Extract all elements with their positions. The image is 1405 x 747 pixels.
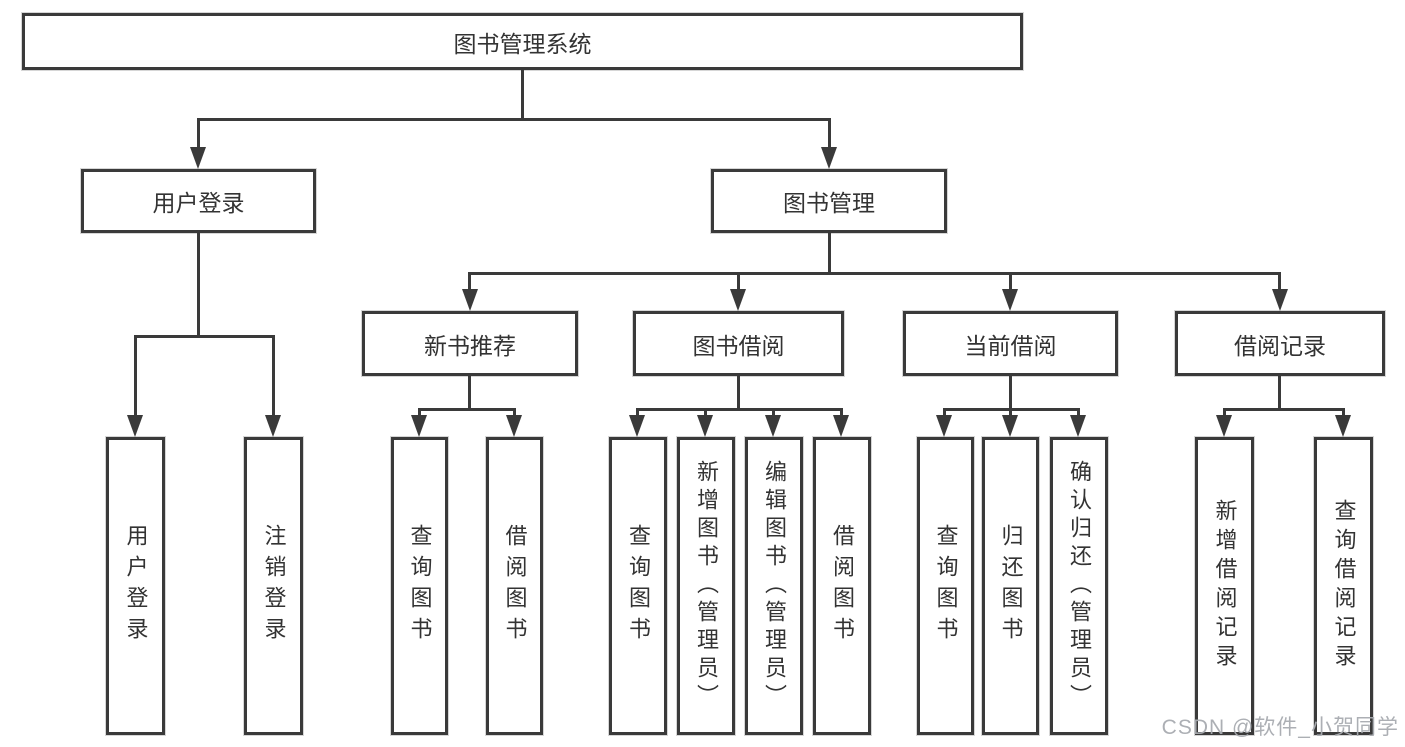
arrow-down-icon [1070,415,1086,437]
arrow-down-icon [127,415,143,437]
connector-line [636,408,843,411]
node-borrowing-records: 借阅记录 [1175,311,1385,376]
connector-line [418,408,421,418]
connector-line [272,335,275,418]
arrow-down-icon [190,147,206,169]
arrow-down-icon [821,147,837,169]
arrow-down-icon [697,415,713,437]
connector-line [943,408,946,418]
leaf-user-login: 用户登录 [106,437,165,735]
node-book-borrowing: 图书借阅 [633,311,844,376]
connector-line [704,408,707,418]
leaf-recommend-query-books: 查询图书 [391,437,448,735]
arrow-down-icon [833,415,849,437]
node-new-book-recommend: 新书推荐 [362,311,578,376]
connector-line [840,408,843,418]
node-current-borrowing: 当前借阅 [903,311,1118,376]
connector-line [772,408,775,418]
arrow-down-icon [629,415,645,437]
node-book-management: 图书管理 [711,169,947,233]
leaf-borrowing-edit-books-admin: 编辑图书（管理员） [745,437,803,735]
arrow-down-icon [936,415,952,437]
node-user-login-group: 用户登录 [81,169,316,233]
arrow-down-icon [506,415,522,437]
arrow-down-icon [1002,415,1018,437]
connector-line [1077,408,1080,418]
arrow-down-icon [1216,415,1232,437]
connector-line [197,233,200,335]
connector-line [468,272,1281,275]
arrow-down-icon [765,415,781,437]
connector-line [418,408,516,411]
leaf-records-add-record: 新增借阅记录 [1195,437,1254,735]
connector-line [1223,408,1345,411]
connector-line [1009,272,1012,292]
connector-line [1009,408,1012,418]
arrow-down-icon [1002,289,1018,311]
connector-line [828,233,831,272]
arrow-down-icon [265,415,281,437]
connector-line [1223,408,1226,418]
connector-line [1278,375,1281,408]
csdn-watermark: CSDN @软件_小贺同学 [1161,716,1399,739]
leaf-records-query-record: 查询借阅记录 [1314,437,1373,735]
node-root: 图书管理系统 [22,13,1023,70]
leaf-recommend-borrow-books: 借阅图书 [486,437,543,735]
connector-line [737,376,740,408]
connector-line [1009,375,1012,408]
connector-line [521,70,524,118]
connector-line [134,335,275,338]
connector-line [636,408,639,418]
arrow-down-icon [411,415,427,437]
leaf-current-confirm-return-admin: 确认归还（管理员） [1050,437,1108,735]
leaf-current-query-books: 查询图书 [917,437,974,735]
connector-line [513,408,516,418]
connector-line [1278,272,1281,292]
arrow-down-icon [1335,415,1351,437]
connector-line [1342,408,1345,418]
connector-line [737,272,740,292]
connector-line [134,335,137,418]
arrow-down-icon [1272,289,1288,311]
connector-line [197,118,831,121]
leaf-current-return-books: 归还图书 [982,437,1039,735]
leaf-borrowing-borrow-books: 借阅图书 [813,437,871,735]
arrow-down-icon [730,289,746,311]
connector-line [197,118,200,152]
leaf-borrowing-add-books-admin: 新增图书（管理员） [677,437,735,735]
connector-line [828,118,831,152]
connector-line [468,272,471,292]
connector-line [468,375,471,408]
arrow-down-icon [462,289,478,311]
leaf-borrowing-query-books: 查询图书 [609,437,667,735]
leaf-logout: 注销登录 [244,437,303,735]
